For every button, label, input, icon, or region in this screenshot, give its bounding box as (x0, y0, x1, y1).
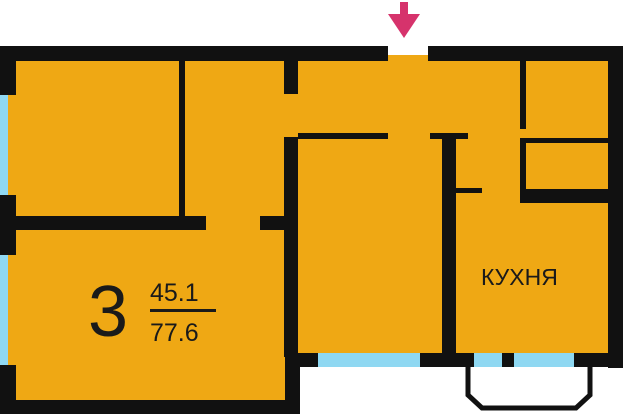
balcony-outline (465, 367, 593, 411)
rooms-count-label: 3 (88, 272, 128, 352)
total-area-label: 77.6 (150, 319, 199, 347)
wall-bottom-left (0, 400, 300, 414)
wall-left-1 (0, 46, 16, 95)
wall-middle-kitchen (442, 137, 456, 357)
wall-bottom-step (285, 353, 300, 414)
wall-inner-horizontal-left (8, 216, 206, 230)
wall-bottom-mid-2 (420, 353, 474, 367)
window-left-top (0, 95, 8, 195)
window-bottom-kitchen-1 (474, 353, 502, 367)
wall-bottom-right (574, 353, 623, 367)
wall-bath-vertical-2 (520, 143, 526, 189)
floor-area (8, 55, 614, 408)
wall-bath-bottom (520, 189, 610, 203)
kitchen-label: КУХНЯ (481, 264, 558, 290)
area-fraction-line (150, 309, 216, 312)
living-area-label: 45.1 (150, 279, 199, 307)
windows (0, 95, 574, 367)
wall-stub-top-left (284, 61, 298, 94)
floor-fill-main (8, 55, 614, 360)
window-bottom-kitchen-2 (514, 353, 574, 367)
window-left-bottom (0, 255, 8, 365)
wall-bath-divider (520, 138, 610, 143)
window-bottom-middle (318, 353, 420, 367)
wall-corridor-upper-right (430, 133, 468, 139)
wall-stub-corridor (284, 137, 298, 357)
wall-top-left (0, 46, 388, 61)
floor-fill-left-bottom (8, 355, 298, 408)
wall-bottom-mid-3 (502, 353, 514, 367)
wall-top-right (428, 46, 623, 61)
wall-partition-top-left (179, 61, 185, 216)
walls (0, 46, 623, 414)
wall-right (608, 46, 623, 368)
wall-bath-vertical (520, 61, 526, 129)
down-arrow-icon (388, 2, 420, 38)
wall-corridor-upper (298, 133, 388, 139)
wall-small-stub (456, 188, 482, 193)
